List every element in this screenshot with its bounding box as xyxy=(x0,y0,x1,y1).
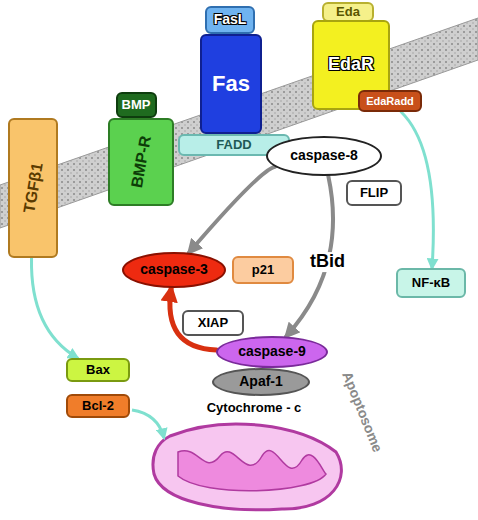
enzyme-ellipse: caspase-3 xyxy=(122,252,226,288)
node-label: caspase-3 xyxy=(140,262,208,277)
bcl2-arrow xyxy=(132,410,164,438)
protein-box: Bcl-2 xyxy=(66,394,130,418)
receptor: Fas xyxy=(200,34,262,134)
node-label: FasL xyxy=(214,12,247,27)
ligand: BMP xyxy=(116,92,157,118)
node-label: FADD xyxy=(216,138,251,152)
node-label: TGFβ1 xyxy=(20,162,46,215)
node-label: NF-κB xyxy=(412,276,450,290)
node-label: BMP-R xyxy=(128,135,154,190)
receptor: TGFβ1 xyxy=(8,118,58,258)
connector-arrow xyxy=(189,167,275,253)
node-label: Fas xyxy=(212,72,250,96)
node-label: Apaf-1 xyxy=(239,374,283,389)
node-label: BMP xyxy=(122,98,151,112)
molecule-label: Cytochrome - c xyxy=(207,401,302,415)
node-label: Bax xyxy=(86,363,110,377)
node-label: p21 xyxy=(252,263,274,277)
node-label: XIAP xyxy=(198,316,228,330)
protein-box: XIAP xyxy=(182,310,244,336)
protein-ellipse: Apaf-1 xyxy=(212,368,310,396)
node-label: EdaR xyxy=(328,55,374,75)
mitochondrion xyxy=(153,424,341,510)
ligand: FasL xyxy=(205,6,255,34)
enzyme-ellipse: caspase-8 xyxy=(266,136,382,176)
protein-box: p21 xyxy=(232,256,294,284)
connector-arrow xyxy=(31,258,77,358)
receptor: BMP-R xyxy=(108,118,174,206)
connector-arrow xyxy=(401,112,433,268)
ligand: Eda xyxy=(322,2,374,22)
node-label: FLIP xyxy=(360,186,388,200)
node-label: caspase-8 xyxy=(290,148,358,163)
protein-box: FLIP xyxy=(346,180,402,206)
mitochondrion-cristae xyxy=(178,451,326,491)
node-label: caspase-9 xyxy=(238,344,306,359)
protein-box: NF-κB xyxy=(396,268,466,298)
complex-label: Apoptosome xyxy=(339,369,385,454)
node-label: EdaRadd xyxy=(366,95,414,107)
node-label: Eda xyxy=(336,5,360,19)
edge-label: tBid xyxy=(308,252,347,272)
protein-box: Bax xyxy=(66,358,130,382)
node-label: Bcl-2 xyxy=(82,399,114,413)
adaptor-box: EdaRadd xyxy=(358,90,422,112)
enzyme-ellipse: caspase-9 xyxy=(216,336,328,368)
